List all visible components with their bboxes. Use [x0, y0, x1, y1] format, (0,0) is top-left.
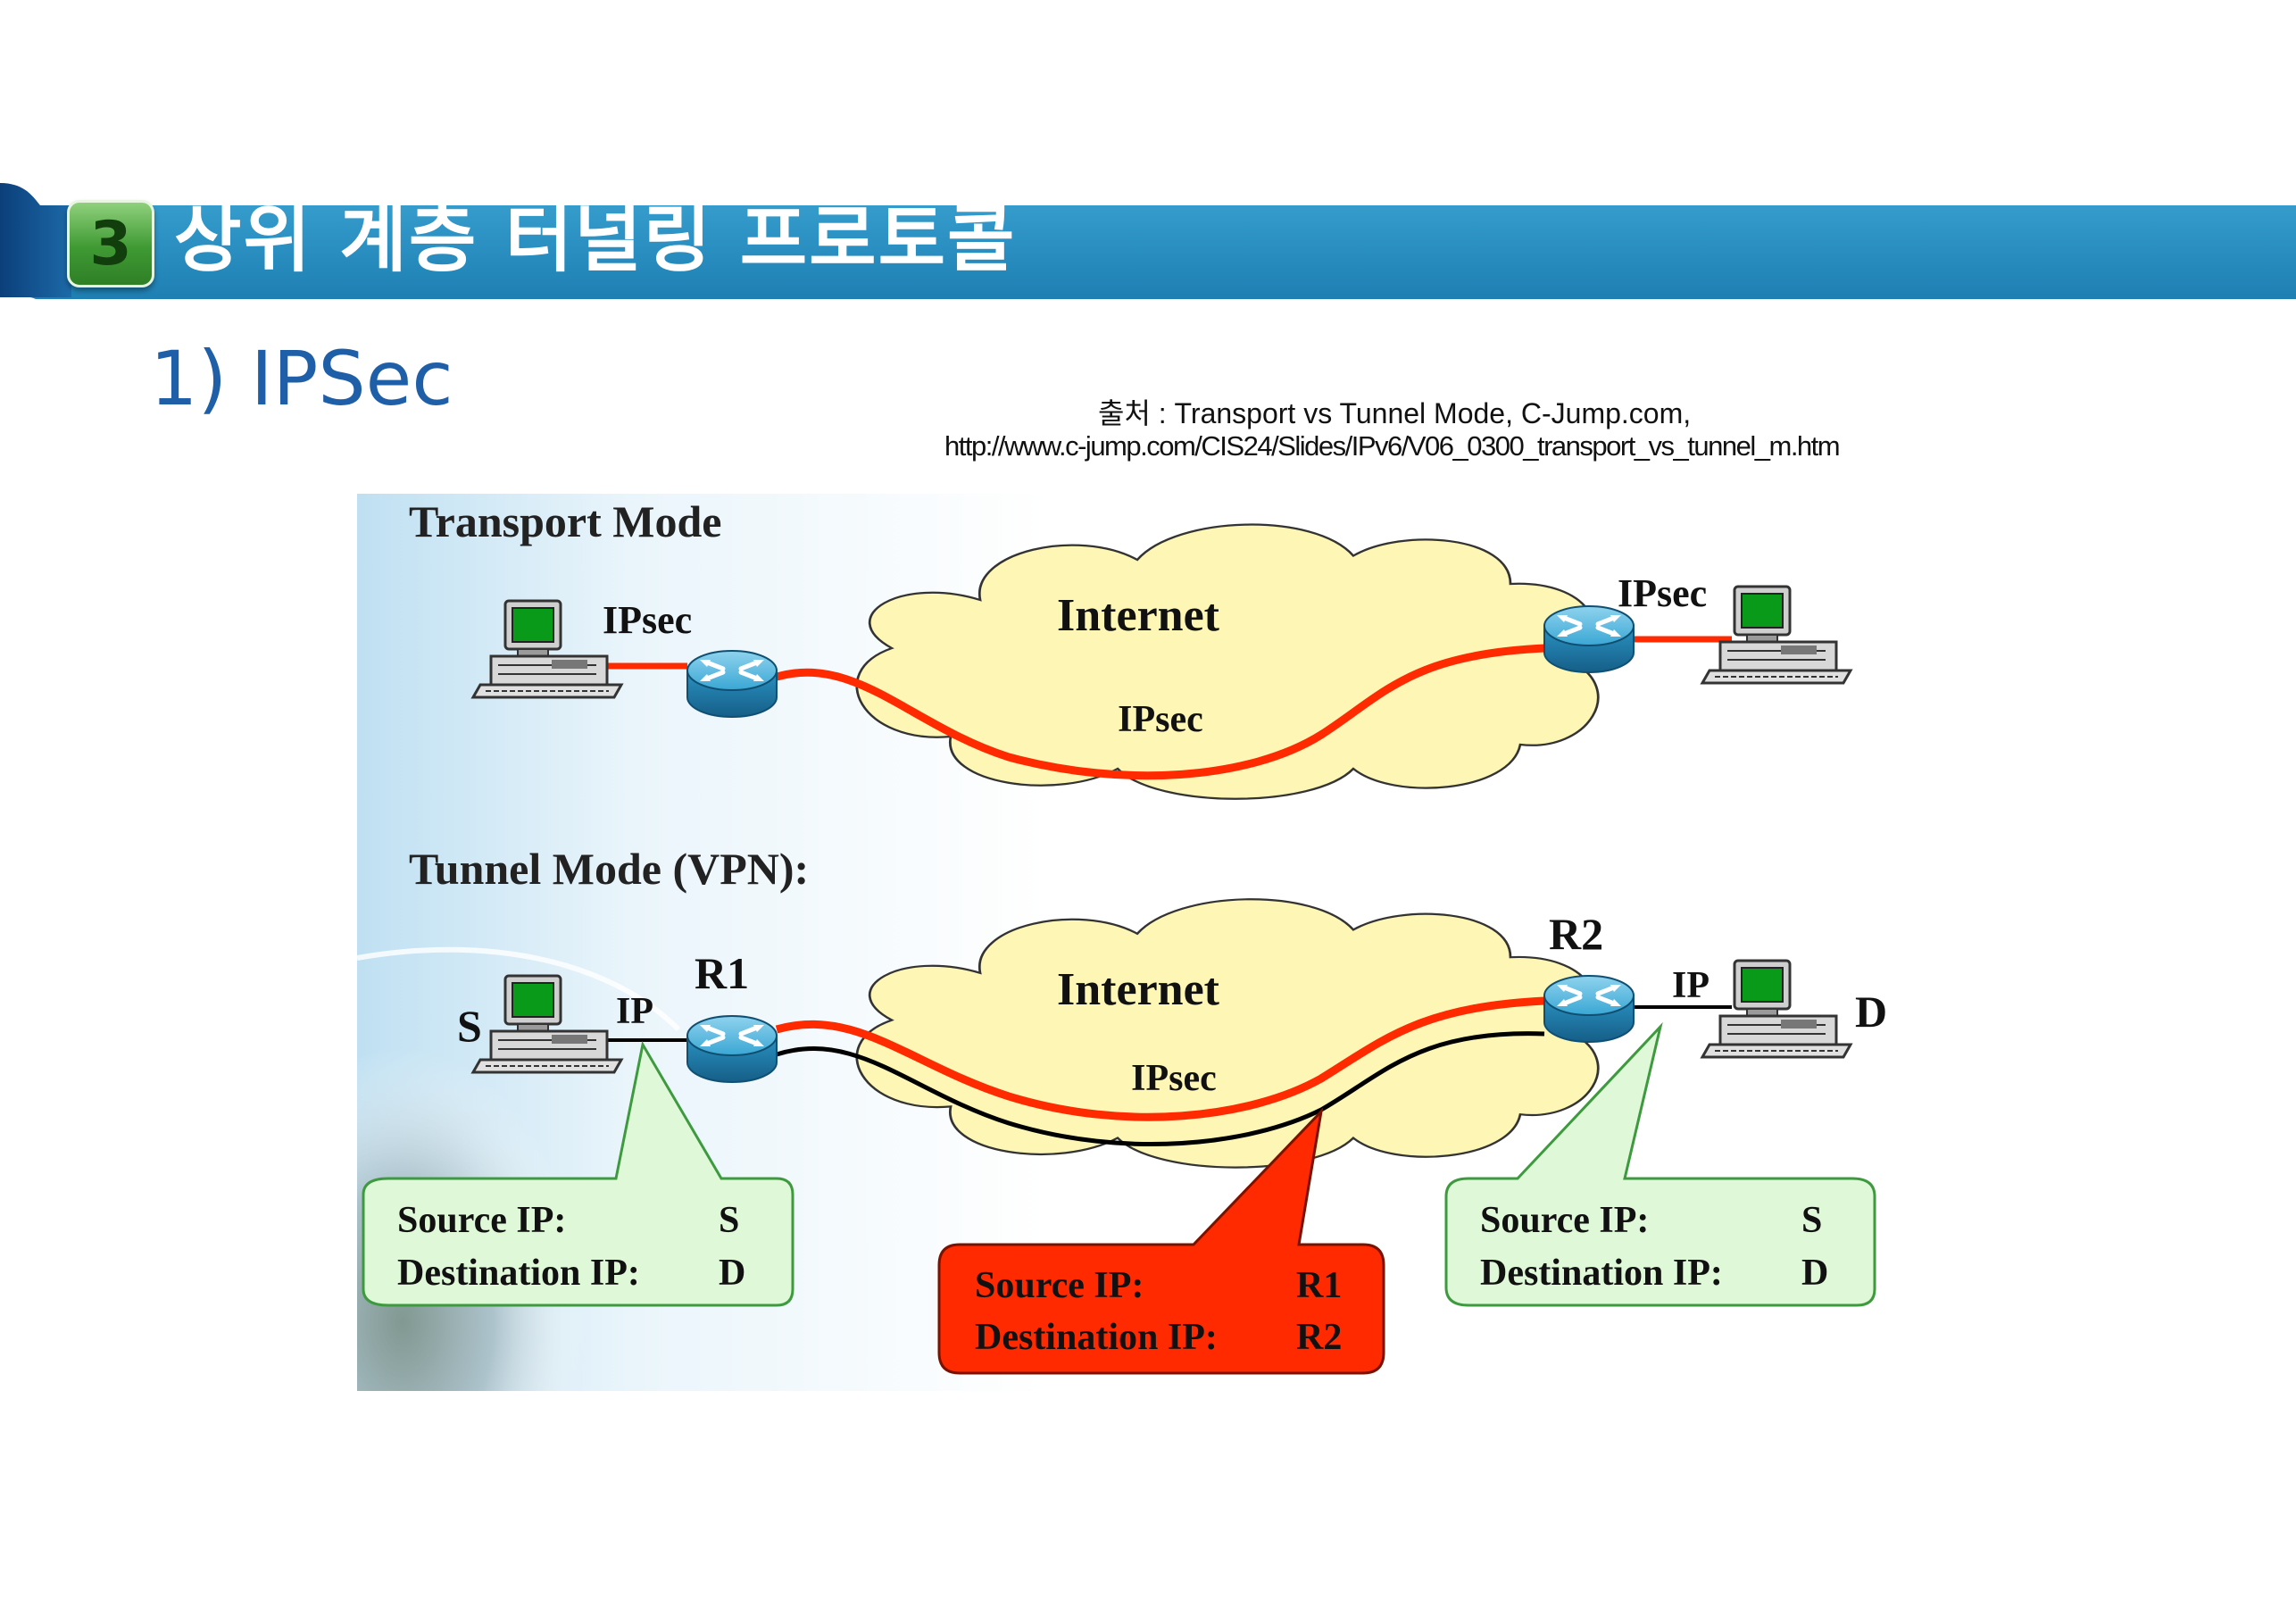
right-source-ip-label: Source IP: [1480, 1200, 1649, 1241]
tunnel-ip-path [776, 1031, 1545, 1147]
middle-destination-ip-label: Destination IP: [975, 1317, 1218, 1358]
ip-left-label: IP [616, 991, 653, 1032]
header-bar [0, 183, 2296, 299]
transport-tunnel-ipsec-label: IPsec [1118, 699, 1203, 740]
transport-mode-title: Transport Mode [409, 496, 721, 546]
right-destination-ip-label: Destination IP: [1480, 1253, 1723, 1294]
left-destination-ip-label: Destination IP: [397, 1253, 640, 1294]
left-header-callout: Source IP: S Destination IP: D [362, 1040, 794, 1307]
middle-source-ip-label: Source IP: [975, 1265, 1144, 1306]
middle-source-ip-value: R1 [1296, 1265, 1342, 1306]
right-destination-ip-value: D [1801, 1253, 1828, 1294]
left-destination-ip-value: D [719, 1253, 745, 1294]
router-r2-label: R2 [1549, 909, 1603, 959]
middle-destination-ip-value: R2 [1296, 1317, 1342, 1358]
ipsec-diagram: Transport Mode Internet IPsec IPsec IPse… [357, 494, 1893, 1391]
left-source-ip-value: S [719, 1200, 739, 1241]
tunnel-ipsec-label: IPsec [1131, 1058, 1217, 1099]
transport-ipsec-path [775, 644, 1545, 780]
source-citation: 출처 : Transport vs Tunnel Mode, C-Jump.co… [1098, 397, 1692, 429]
section-number-badge: 3 [67, 200, 154, 287]
right-source-ip-value: S [1801, 1200, 1822, 1241]
transport-left-router-icon [687, 651, 777, 717]
subtitle: 1) IPSec [150, 335, 453, 422]
router-r1-icon [687, 1016, 777, 1082]
host-d-label: D [1855, 987, 1887, 1037]
source-url: http://www.c-jump.com/CIS24/Slides/IPv6/… [944, 430, 1841, 462]
router-r1-label: R1 [695, 948, 749, 998]
transport-right-router-icon [1544, 606, 1634, 672]
internet-label-top: Internet [1057, 590, 1220, 641]
right-header-callout: Source IP: S Destination IP: D [1444, 1021, 1876, 1307]
tunnel-ipsec-path [775, 996, 1545, 1121]
host-s-label: S [457, 1001, 482, 1051]
transport-right-ipsec-label: IPsec [1618, 571, 1707, 615]
outer-header-callout: Source IP: R1 Destination IP: R2 [937, 1107, 1385, 1375]
left-source-ip-label: Source IP: [397, 1200, 566, 1241]
internet-label-bottom: Internet [1057, 964, 1220, 1015]
ip-right-label: IP [1672, 965, 1710, 1006]
tunnel-mode-title: Tunnel Mode (VPN): [409, 844, 809, 894]
router-r2-icon [1544, 976, 1634, 1042]
transport-left-ipsec-label: IPsec [603, 598, 692, 642]
section-title: 상위 계층 터널링 프로토콜 [174, 197, 1017, 282]
